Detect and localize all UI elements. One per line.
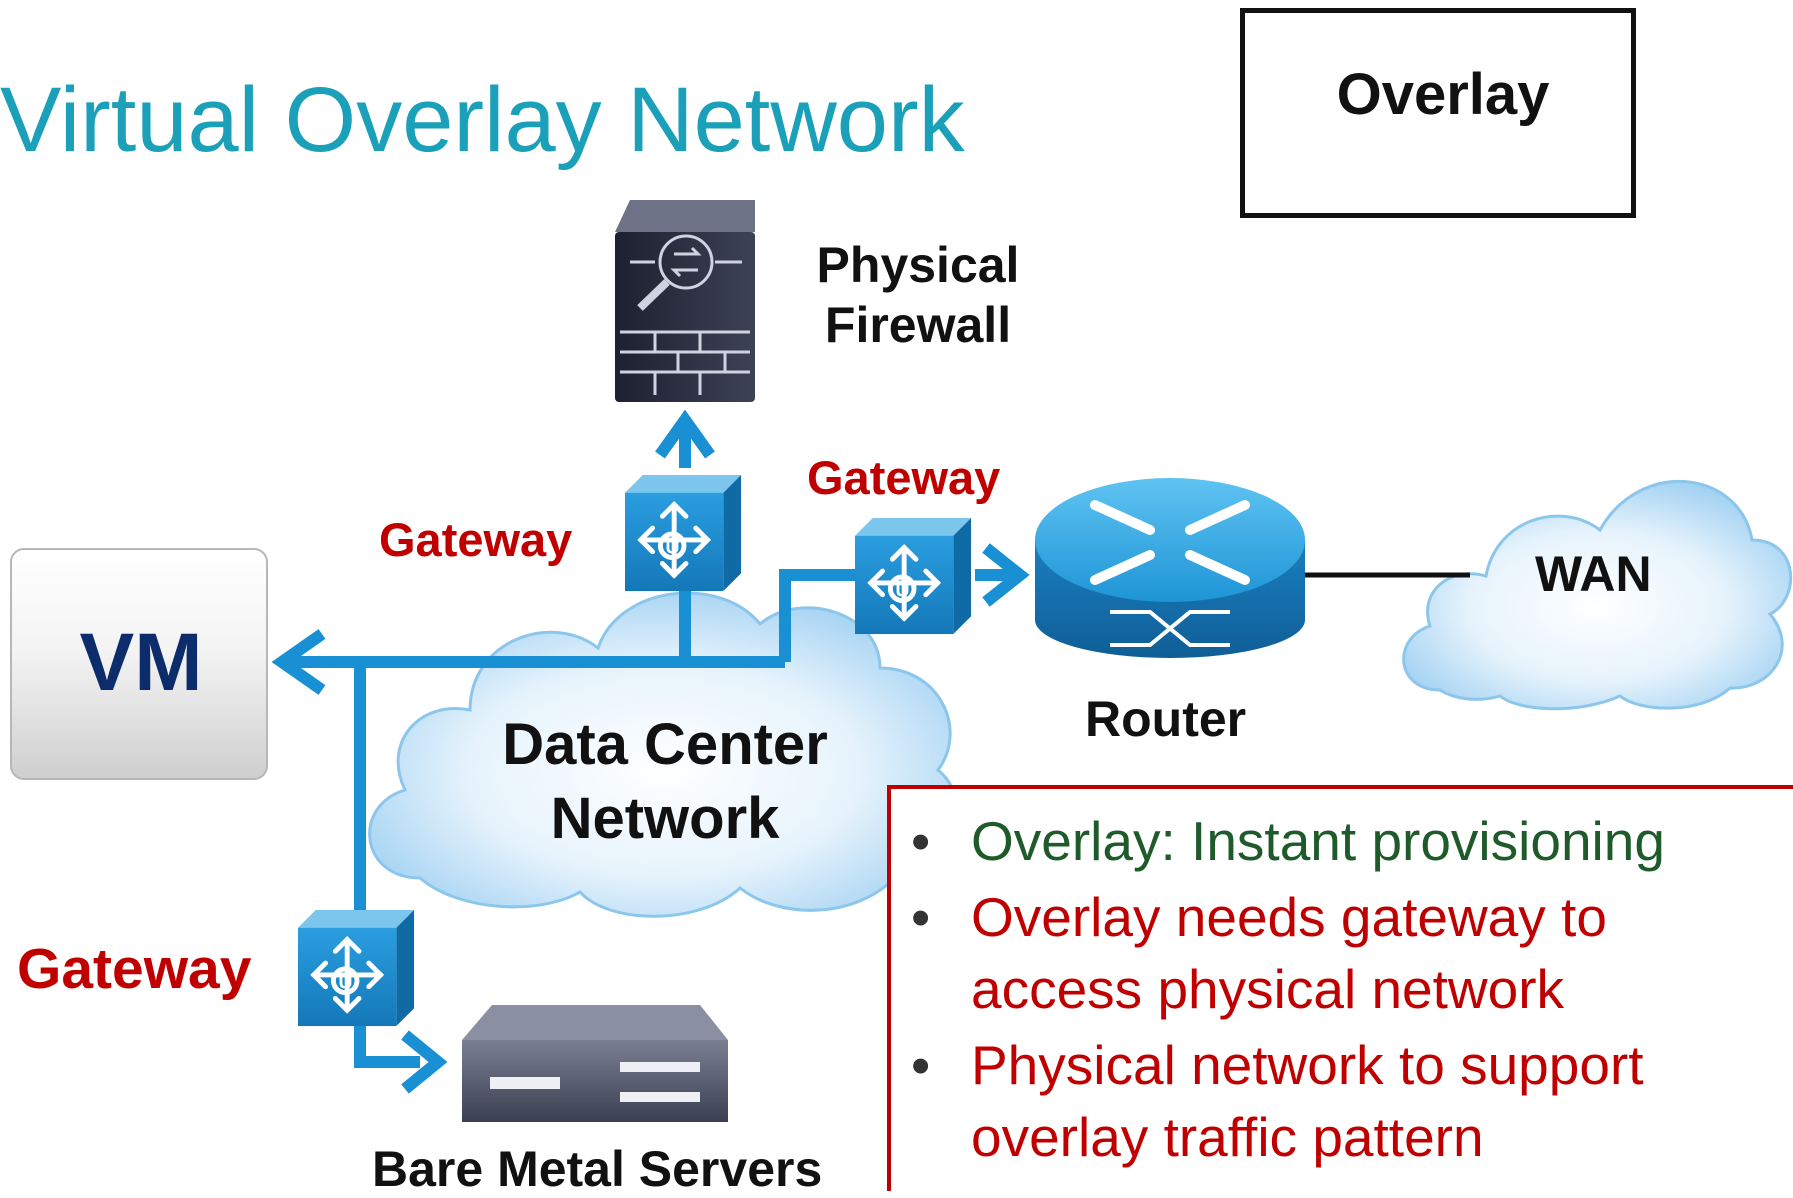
gateway-firewall-label: Gateway xyxy=(379,513,573,566)
bullet-marker-1: • xyxy=(911,810,931,872)
arrow-to-firewall xyxy=(655,409,715,459)
legend: Overlay xyxy=(1240,8,1636,218)
gateway-router-label: Gateway xyxy=(807,451,1001,504)
vm-node: VM xyxy=(10,548,268,780)
firewall-label: Physical Firewall xyxy=(808,235,1028,355)
page-title: Virtual Overlay Network xyxy=(0,69,965,171)
datacenter-cloud-icon xyxy=(368,591,960,918)
firewall-label-line1: Physical xyxy=(816,237,1020,293)
datacenter-label-line1: Data Center xyxy=(502,712,828,777)
bullet-marker-3: • xyxy=(911,1034,931,1096)
router-label: Router xyxy=(1085,691,1247,747)
router-icon xyxy=(1035,478,1305,658)
bullet-instant-provisioning: Overlay: Instant provisioning xyxy=(971,810,1665,872)
firewall-icon xyxy=(615,200,755,402)
bullet-physical-support-line1: Physical network to support xyxy=(971,1034,1644,1096)
gateway-router-icon xyxy=(855,518,971,634)
overlay-link-router-gw xyxy=(779,569,855,662)
gateway-server-label: Gateway xyxy=(17,937,252,1001)
summary-callout: • Overlay: Instant provisioning • Overla… xyxy=(887,785,1793,1191)
datacenter-label-line2: Network xyxy=(550,786,780,851)
datacenter-label: Data Center Network xyxy=(465,708,865,856)
arrow-to-server xyxy=(401,1030,448,1094)
bullet-needs-gateway-line2: access physical network xyxy=(971,958,1565,1020)
arrow-to-vm xyxy=(271,629,326,695)
overlay-arrowheads xyxy=(271,409,1030,1094)
gateway-firewall-icon xyxy=(625,475,741,591)
arrow-to-router xyxy=(982,543,1030,607)
firewall-label-line2: Firewall xyxy=(824,297,1012,353)
overlay-links xyxy=(290,430,1010,1068)
wan-label: WAN xyxy=(1535,546,1652,602)
bullet-physical-support-line2: overlay traffic pattern xyxy=(971,1106,1484,1168)
vm-label: VM xyxy=(79,617,203,708)
server-icon xyxy=(462,1005,728,1122)
bullet-marker-2: • xyxy=(911,886,931,948)
overlay-link-server xyxy=(354,1010,420,1068)
wan-cloud-icon xyxy=(1402,480,1793,711)
gateway-server-icon xyxy=(298,910,414,1026)
bare-metal-label: Bare Metal Servers xyxy=(372,1141,823,1197)
legend-label: Overlay xyxy=(1336,62,1550,127)
bullet-needs-gateway-line1: Overlay needs gateway to xyxy=(971,886,1607,948)
